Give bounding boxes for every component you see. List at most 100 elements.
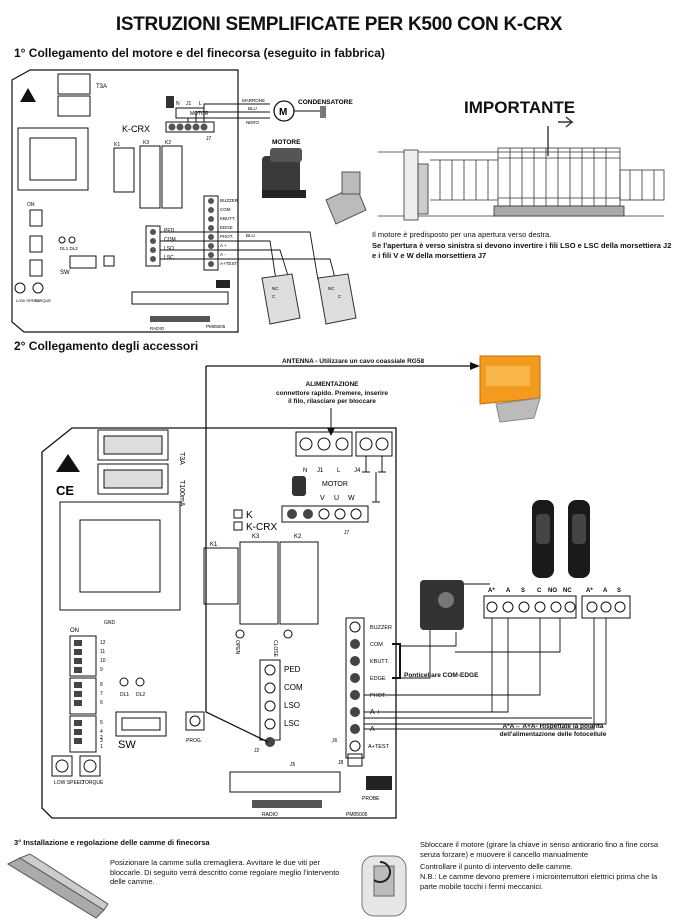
wire-blu: BLU	[248, 106, 257, 111]
limit-com-1: COM	[164, 237, 176, 243]
radio-label-1: RADIO	[150, 326, 165, 331]
j2-terminal-1	[145, 225, 161, 267]
low-speed-trimmer-1	[14, 282, 26, 294]
board-brand-2: K-CRX	[246, 522, 277, 533]
motor-label-2: MOTOR	[322, 481, 348, 488]
radio-slot-1	[131, 291, 229, 305]
dip-number: 3	[100, 738, 103, 744]
low-speed-trimmer-2	[55, 759, 69, 773]
relay-k1	[113, 147, 135, 193]
photocell-tx-terminal	[581, 595, 631, 619]
prog-button-2	[185, 711, 205, 731]
j1-j1-2: J1	[317, 468, 324, 474]
j6-kbutt-1: KBUTT.	[220, 216, 236, 221]
j6-terminal-1	[203, 195, 219, 271]
torque-label-2: TORQUE	[82, 780, 104, 786]
k3-label: K3	[143, 140, 149, 146]
dip-switch-2	[29, 235, 43, 253]
j1-label-l: L	[199, 101, 202, 107]
motor-m: M	[279, 107, 287, 118]
limit-switch-bracket	[325, 171, 367, 225]
torque-trimmer-1	[32, 282, 44, 294]
limit-lsc-1: LSC	[164, 255, 174, 261]
dip-switch-c	[69, 715, 97, 753]
dip-number: 6	[100, 700, 103, 706]
sw-label-1: SW	[60, 270, 70, 276]
motor-release-icon	[361, 855, 407, 917]
radio-connector-2	[252, 800, 322, 808]
photocell-tx-icon	[568, 500, 590, 578]
importante-heading: IMPORTANTE	[464, 98, 576, 117]
j8-label: J8	[338, 760, 344, 766]
condensatore-label: CONDENSATORE	[298, 99, 353, 106]
pm-code-1: PM05005	[206, 324, 226, 329]
dip-number: 2	[100, 735, 103, 741]
limit-wires	[160, 231, 337, 283]
low-speed-label-2: LOW SPEED	[54, 780, 84, 786]
gate-illustration	[378, 116, 665, 221]
open-label: OPEN	[234, 640, 240, 655]
transformer-core	[29, 137, 77, 181]
torque-label-1: TORQUE	[34, 298, 51, 303]
j1-n-2: N	[303, 468, 307, 474]
board-brand-k: K	[246, 510, 253, 521]
section1-heading: 1° Collegamento del motore e del finecor…	[14, 46, 385, 60]
j4-label: J4	[354, 468, 361, 474]
fuse-t100ma: T100mA	[178, 480, 185, 507]
fuse-key-2	[292, 476, 306, 496]
sw-label-2: SW	[118, 739, 136, 751]
photocell-rx-terminal	[483, 595, 577, 619]
motor-w: W	[348, 495, 355, 502]
motor-photo	[262, 148, 306, 198]
j6-edge-2: EDGE	[370, 676, 386, 682]
limit-ped-1: PED	[164, 228, 175, 234]
dip-number: 11	[100, 649, 105, 655]
rx-term-no: NO	[548, 588, 557, 594]
low-speed-label-1: LOW SPEED	[16, 298, 40, 303]
flashing-lamp-icon	[479, 355, 541, 423]
ms2-c: C	[338, 294, 342, 299]
prog-button-1	[103, 255, 115, 267]
dl1-label-2: DL1	[120, 692, 129, 698]
fuse-label-1: T3A	[96, 84, 107, 90]
j7-terminal-2	[281, 505, 369, 523]
j1-terminal-2	[295, 431, 353, 457]
close-label: CLOSE	[272, 640, 278, 658]
j7-label: J7	[206, 136, 212, 142]
motor-v: V	[320, 495, 325, 502]
j7-terminal	[165, 121, 215, 133]
torque-trimmer-2	[83, 759, 97, 773]
relay-k3-2	[239, 541, 279, 625]
brand-logo-1	[216, 280, 230, 288]
page-title: ISTRUZIONI SEMPLIFICATE PER K500 CON K-C…	[115, 14, 563, 35]
j6-atest-1: A+TEST	[220, 261, 237, 266]
ms1-nc: NC	[272, 286, 279, 291]
dip-number: 1	[100, 744, 103, 750]
capacitor-icon	[320, 106, 326, 118]
microswitch-2	[317, 273, 357, 325]
on-label-1: ON	[27, 202, 35, 208]
dip-number: 9	[100, 667, 103, 673]
j6-aplus-1: A +	[220, 243, 227, 248]
relay-top-2b	[97, 463, 169, 495]
photocell-wires	[364, 583, 607, 730]
k1-label: K1	[114, 142, 120, 148]
on-label-2: ON	[70, 628, 79, 634]
radio-connector-1	[150, 316, 210, 322]
dl2-label-2: DL2	[136, 692, 145, 698]
j6-aminus-2: A -	[370, 726, 379, 733]
section3-heading: 3° Installazione e regolazione delle cam…	[14, 838, 210, 847]
tx-term-a: A	[603, 588, 608, 594]
board-brand: K-CRX	[122, 124, 150, 134]
limit-lso-1: LSO	[164, 246, 174, 252]
dip-switch-b	[69, 677, 97, 715]
transformer-2	[59, 501, 181, 611]
rx-term-a: A	[506, 588, 511, 594]
relay-k2	[161, 145, 183, 209]
cam-bracket-icon	[6, 853, 109, 919]
relay-top-2	[57, 95, 91, 117]
dip-number: 4	[100, 729, 103, 735]
rx-term-s: S	[521, 588, 525, 594]
j6-edge-1: EDGE	[220, 225, 233, 230]
importante-text2: Se l'apertura è verso sinistra si devono…	[372, 241, 672, 260]
